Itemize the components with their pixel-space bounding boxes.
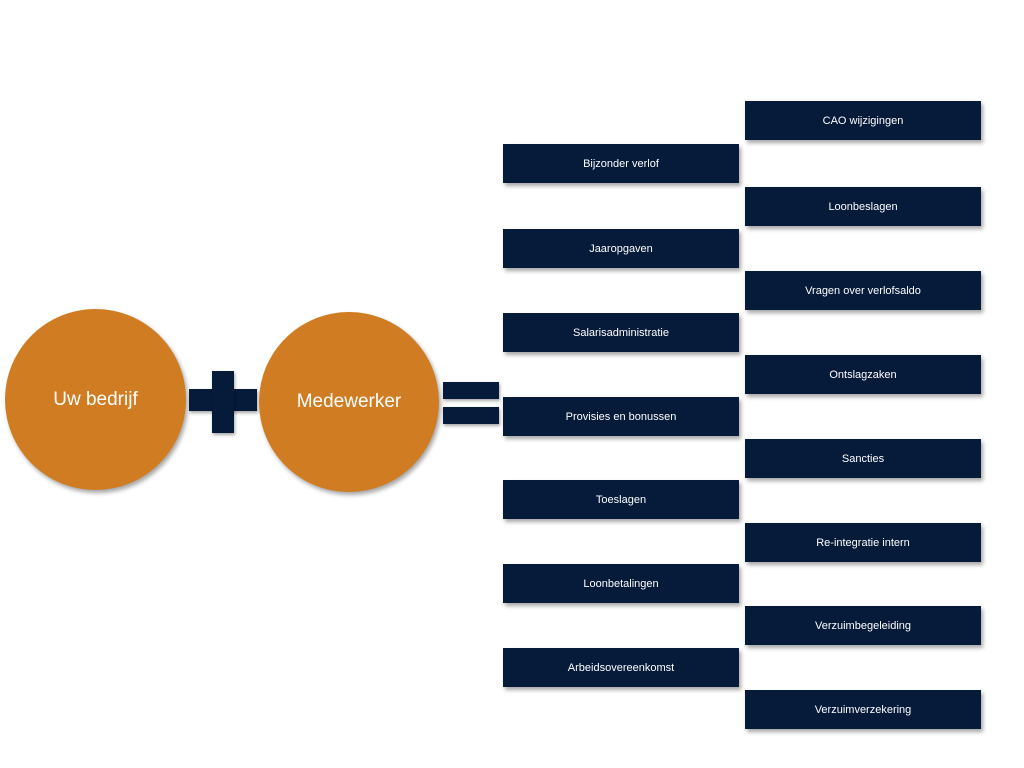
service-label: CAO wijzigingen xyxy=(822,114,904,127)
employee-circle: Medewerker xyxy=(259,312,439,492)
equals-sign-bottom xyxy=(443,407,499,424)
service-box: Loonbetalingen xyxy=(503,564,739,603)
service-label: Ontslagzaken xyxy=(829,368,897,381)
service-box: Arbeidsovereenkomst xyxy=(503,648,739,687)
service-box: Sancties xyxy=(745,439,981,478)
service-box: Verzuimbegeleiding xyxy=(745,606,981,645)
service-box: CAO wijzigingen xyxy=(745,101,981,140)
service-box: Jaaropgaven xyxy=(503,229,739,268)
service-box: Re-integratie intern xyxy=(745,523,981,562)
service-label: Loonbetalingen xyxy=(583,577,659,590)
service-label: Arbeidsovereenkomst xyxy=(567,661,675,674)
plus-sign-vertical xyxy=(212,371,234,433)
service-label: Provisies en bonussen xyxy=(565,410,677,423)
service-label: Toeslagen xyxy=(595,493,647,506)
service-label: Re-integratie intern xyxy=(816,536,910,549)
service-box: Ontslagzaken xyxy=(745,355,981,394)
service-box: Loonbeslagen xyxy=(745,187,981,226)
service-box: Provisies en bonussen xyxy=(503,397,739,436)
service-box: Salarisadministratie xyxy=(503,313,739,352)
service-box: Verzuimverzekering xyxy=(745,690,981,729)
service-box: Vragen over verlofsaldo xyxy=(745,271,981,310)
service-label: Salarisadministratie xyxy=(573,326,669,339)
service-label: Verzuimverzekering xyxy=(814,703,912,716)
service-label: Sancties xyxy=(841,452,885,465)
service-label: Bijzonder verlof xyxy=(583,157,659,170)
service-box: Bijzonder verlof xyxy=(503,144,739,183)
service-box: Toeslagen xyxy=(503,480,739,519)
service-label: Jaaropgaven xyxy=(589,242,653,255)
service-label: Vragen over verlofsaldo xyxy=(805,284,921,297)
company-circle: Uw bedrijf xyxy=(5,309,186,490)
service-label: Verzuimbegeleiding xyxy=(814,619,911,632)
company-label: Uw bedrijf xyxy=(53,388,138,410)
employee-label: Medewerker xyxy=(296,391,402,412)
service-label: Loonbeslagen xyxy=(828,200,898,213)
equals-sign-top xyxy=(443,382,499,399)
